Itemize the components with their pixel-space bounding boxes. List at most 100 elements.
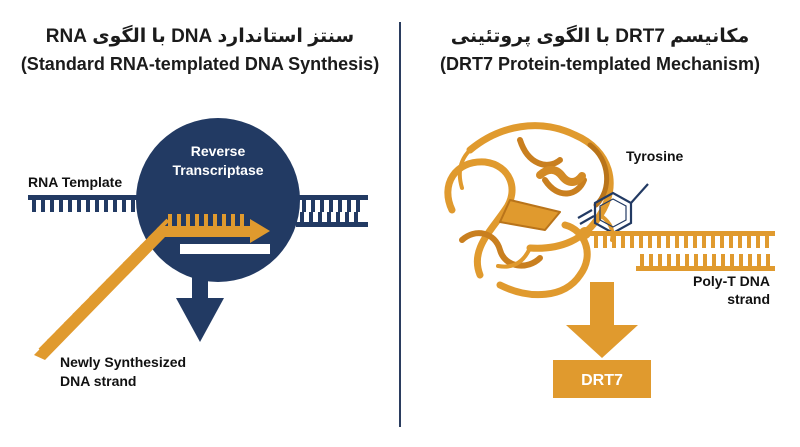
poly-t-upper-tooth	[639, 236, 643, 248]
poly-t-upper-tooth	[765, 236, 769, 248]
poly-t-upper-tooth	[747, 236, 751, 248]
left-title-persian: سنتز استاندارد DNA با الگوی RNA	[46, 24, 354, 47]
new-dna-tooth	[195, 214, 199, 226]
rna-tooth	[50, 200, 54, 212]
poly-t-upper-tooth	[630, 236, 634, 248]
tyrosine-label: Tyrosine	[626, 148, 684, 164]
poly-t-lower-tooth	[658, 254, 662, 266]
rna-tooth	[336, 212, 340, 224]
poly-t-lower-tooth	[703, 254, 707, 266]
rna-tooth	[354, 212, 358, 224]
new-dna-tooth	[204, 214, 208, 226]
enzyme-arrow-head	[176, 298, 224, 342]
rna-tooth	[41, 200, 45, 212]
rna-tooth	[32, 200, 36, 212]
tyrosine-ring	[593, 191, 633, 235]
poly-t-upper-tooth	[684, 236, 688, 248]
enzyme-label-line2: Transcriptase	[172, 162, 263, 178]
rna-tooth	[320, 200, 324, 212]
poly-t-upper-tooth	[666, 236, 670, 248]
left-panel: سنتز استاندارد DNA با الگوی RNA (Standar…	[21, 24, 379, 389]
rna-tooth	[95, 200, 99, 212]
poly-t-lower-tooth	[730, 254, 734, 266]
tyrosine-side-chain	[577, 183, 649, 235]
rna-tooth	[131, 200, 135, 212]
poly-t-lower-tooth	[712, 254, 716, 266]
new-dna-backbone	[34, 226, 250, 360]
new-dna-tooth	[168, 214, 172, 226]
poly-t-lower-tooth	[748, 254, 752, 266]
poly-t-upper-tooth	[594, 236, 598, 248]
poly-t-upper-tooth	[711, 236, 715, 248]
poly-t-label-line2: strand	[727, 291, 770, 307]
rna-lower-backbone	[296, 222, 368, 227]
rna-tooth	[68, 200, 72, 212]
right-title-persian: مکانیسم DRT7 با الگوی پروتئینی	[451, 24, 750, 47]
new-dna-tooth	[222, 214, 226, 226]
poly-t-label-line1: Poly-T DNA	[693, 273, 770, 289]
rna-tooth	[122, 200, 126, 212]
poly-t-upper-tooth	[648, 236, 652, 248]
new-dna-tooth	[231, 214, 235, 226]
rna-tooth	[59, 200, 63, 212]
poly-t-lower-tooth	[649, 254, 653, 266]
poly-t-lower-tooth	[667, 254, 671, 266]
poly-t-lower-tooth	[721, 254, 725, 266]
rna-tooth	[104, 200, 108, 212]
enzyme-arrow-shaft	[192, 265, 208, 301]
poly-t-upper-tooth	[702, 236, 706, 248]
poly-t-lower-tooth	[766, 254, 770, 266]
new-dna-tooth	[186, 214, 190, 226]
rna-tooth	[327, 212, 331, 224]
poly-t-lower-tooth	[685, 254, 689, 266]
rna-tooth	[311, 200, 315, 212]
poly-t-upper-tooth	[603, 236, 607, 248]
poly-t-teeth	[594, 236, 770, 266]
rna-tooth	[300, 212, 304, 224]
right-panel: مکانیسم DRT7 با الگوی پروتئینی (DRT7 Pro…	[440, 24, 775, 398]
enzyme-label-line1: Reverse	[191, 143, 246, 159]
poly-t-upper-tooth	[729, 236, 733, 248]
product-arrow-head	[566, 325, 638, 358]
rna-tooth	[149, 200, 153, 212]
rna-tooth	[356, 200, 360, 212]
new-dna-growth-arrow	[250, 219, 270, 243]
poly-t-lower-backbone	[636, 266, 775, 271]
rna-template-label: RNA Template	[28, 174, 122, 190]
new-dna-tooth	[213, 214, 217, 226]
poly-t-lower-tooth	[694, 254, 698, 266]
poly-t-lower-tooth	[757, 254, 761, 266]
drt7-product-label: DRT7	[581, 372, 623, 389]
poly-t-upper-tooth	[657, 236, 661, 248]
drt7-product-box	[553, 360, 651, 398]
rna-tooth	[77, 200, 81, 212]
poly-t-dna-strand	[588, 231, 775, 271]
poly-t-lower-tooth	[640, 254, 644, 266]
poly-t-upper-tooth	[738, 236, 742, 248]
rna-tooth	[318, 212, 322, 224]
rna-tooth	[113, 200, 117, 212]
poly-t-upper-tooth	[693, 236, 697, 248]
product-arrow-shaft	[590, 282, 614, 330]
left-title-english: (Standard RNA-templated DNA Synthesis)	[21, 54, 379, 74]
rna-tooth	[309, 212, 313, 224]
drt7-protein-structure	[444, 122, 615, 299]
rna-tooth	[345, 212, 349, 224]
new-strand-label-line2: DNA strand	[60, 373, 137, 389]
poly-t-upper-tooth	[621, 236, 625, 248]
new-dna-strand	[34, 214, 270, 360]
rna-tooth	[347, 200, 351, 212]
new-dna-tooth	[240, 214, 244, 226]
rna-tooth	[338, 200, 342, 212]
poly-t-lower-tooth	[739, 254, 743, 266]
poly-t-lower-tooth	[676, 254, 680, 266]
enzyme-channel	[180, 244, 270, 254]
new-strand-label-line1: Newly Synthesized	[60, 354, 186, 370]
poly-t-upper-tooth	[612, 236, 616, 248]
poly-t-upper-backbone	[588, 231, 775, 236]
rna-template-teeth	[32, 200, 368, 227]
rna-tooth	[329, 200, 333, 212]
new-dna-tooth	[177, 214, 181, 226]
rna-tooth	[86, 200, 90, 212]
